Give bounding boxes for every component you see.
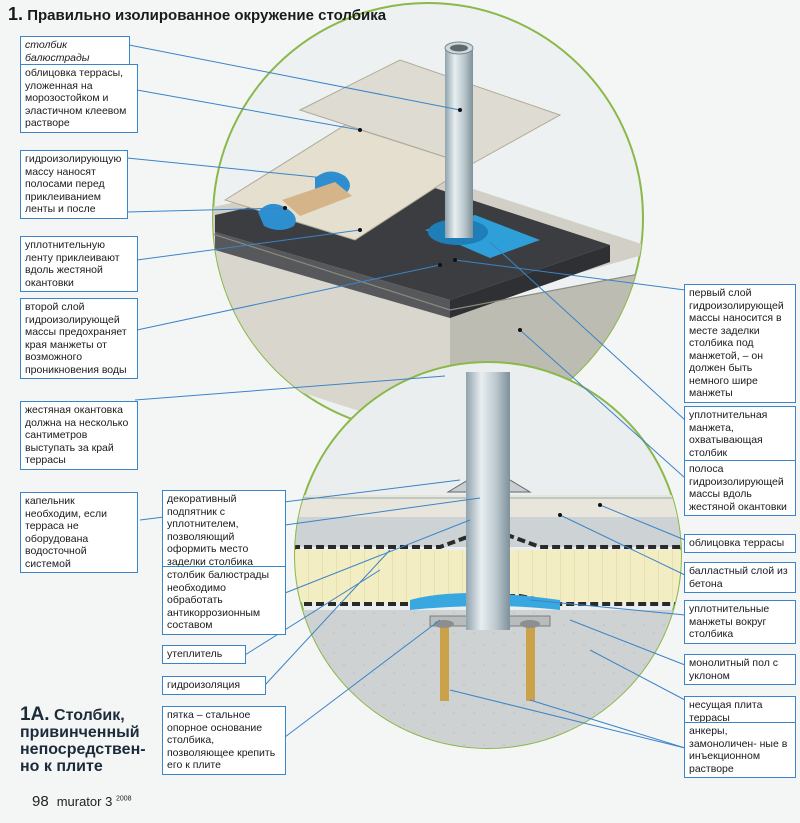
page-title: 1. Правильно изолированное окружение сто… [8,4,386,25]
subtitle: 1А. Столбик, привинченный непосредствен-… [20,704,146,775]
magazine-name: murator 3 [56,794,113,809]
label-cladding: облицовка террасы [684,534,796,553]
label-floor: монолитный пол с уклоном [684,654,796,685]
label-screed: балластный слой из бетона [684,562,796,593]
label-first-layer: первый слой гидроизолирующей массы нанос… [684,284,796,403]
label-collar: уплотнительная манжета, охватывающая сто… [684,406,796,462]
label-collars: уплотнительные манжеты вокруг столбика [684,600,796,644]
label-seal-tape: уплотнительную ленту приклеивают вдоль ж… [20,236,138,292]
label-waterproof-strips: гидроизолирующую массу наносят полосами … [20,150,128,219]
magazine-year: 2008 [115,795,132,803]
label-tiles: облицовка террасы, уложенная на морозост… [20,64,138,133]
label-second-layer: второй слой гидроизолирующей массы предо… [20,298,138,379]
subtitle-number: 1А. [20,704,50,725]
label-waterproofing: гидроизоляция [162,676,266,695]
leader-dots [283,108,602,517]
label-base-plate: пятка – стальное опорное основание столб… [162,706,286,775]
label-cover: декоративный подпятник с уплотнителем, п… [162,490,286,571]
label-post-coat: столбик балюстрады необходимо обработать… [162,566,286,635]
subtitle-text: Столбик, привинченный непосредствен- но … [20,707,146,775]
label-slab: несущая плита террасы [684,696,796,727]
label-insulation: утеплитель [162,645,246,664]
title-text: Правильно изолированное окружение столби… [27,7,387,24]
label-post: столбик балюстрады [20,36,130,67]
page-number: 98 [32,793,49,810]
post [444,41,510,630]
label-anchors: анкеры, замоноличен- ные в инъекционном … [684,722,796,778]
label-drip: капельник необходим, если терраса не обо… [20,492,138,573]
leader-lines [126,44,686,749]
label-flashing: жестяная окантовка должна на несколько с… [20,401,138,470]
footer: 98 murator 3 2008 [32,793,132,810]
label-strip: полоса гидроизолирующей массы вдоль жест… [684,460,796,516]
title-number: 1. [8,4,24,24]
